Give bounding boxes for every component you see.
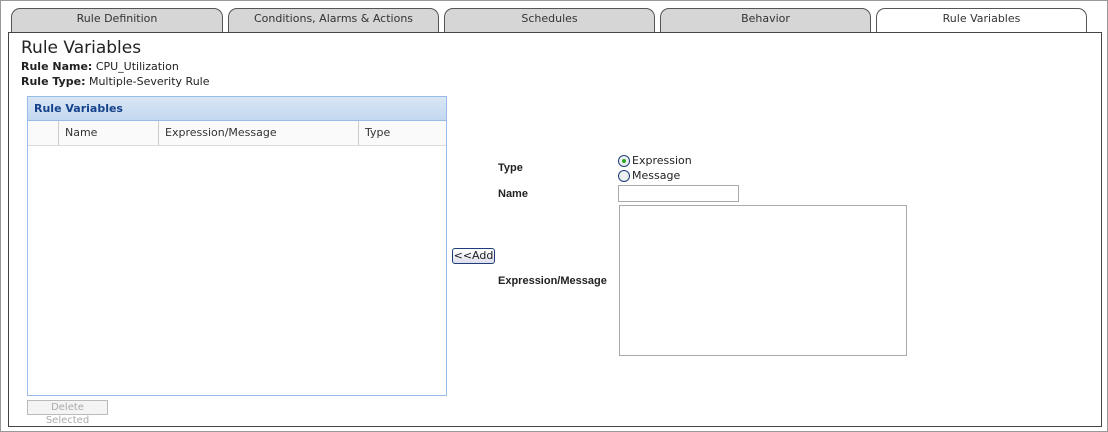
radio-expression[interactable]: Expression [618,154,692,167]
rule-type-label: Rule Type: [21,75,86,88]
radio-expression-label: Expression [632,154,692,167]
tab-conditions[interactable]: Conditions, Alarms & Actions [228,8,439,33]
name-label: Name [498,188,528,200]
tab-schedules[interactable]: Schedules [444,8,655,33]
grid-header: Name Expression/Message Type [28,121,446,146]
rule-name-label: Rule Name: [21,60,93,73]
radio-message[interactable]: Message [618,169,680,182]
column-name[interactable]: Name [59,121,159,145]
radio-message-label: Message [632,169,681,182]
type-label: Type [498,162,523,174]
tab-bar: Rule Definition Conditions, Alarms & Act… [11,8,1101,34]
page-title: Rule Variables [21,38,142,58]
grid-title: Rule Variables [28,97,446,121]
radio-unselected-icon[interactable] [618,169,630,182]
column-expression[interactable]: Expression/Message [159,121,359,145]
expression-label: Expression/Message [498,275,607,287]
column-type[interactable]: Type [365,126,391,139]
rule-name: Rule Name: CPU_Utilization [21,60,179,73]
rule-variables-grid: Rule Variables Name Expression/Message T… [27,96,447,396]
radio-selected-icon[interactable] [618,154,630,167]
name-input[interactable] [618,185,739,202]
tab-behavior[interactable]: Behavior [660,8,871,33]
add-button[interactable]: <<Add [452,248,495,264]
tab-rule-variables[interactable]: Rule Variables [876,8,1087,34]
delete-selected-button[interactable]: Delete Selected [27,400,108,426]
rule-type: Rule Type: Multiple-Severity Rule [21,75,210,88]
tab-rule-definition[interactable]: Rule Definition [11,8,223,33]
column-select[interactable] [28,121,59,145]
tab-panel: Rule Variables Rule Name: CPU_Utilizatio… [8,32,1102,427]
expression-textarea[interactable] [619,205,907,356]
rule-name-value: CPU_Utilization [95,60,179,73]
rule-type-value: Multiple-Severity Rule [88,75,210,88]
